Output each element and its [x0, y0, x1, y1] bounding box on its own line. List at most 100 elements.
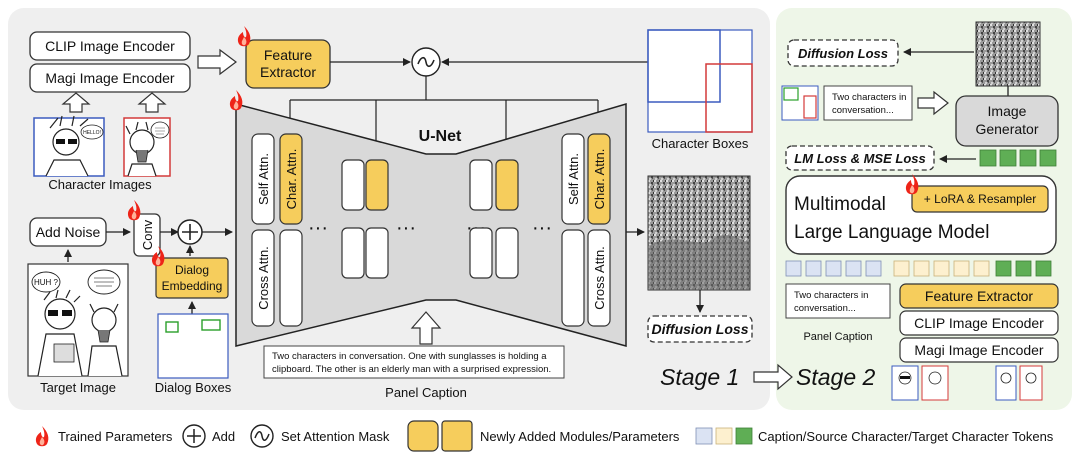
- legend-mask-label: Set Attention Mask: [281, 429, 390, 444]
- caption-token: [825, 260, 842, 277]
- clip-encoder-label: CLIP Image Encoder: [45, 38, 175, 54]
- char-attn-block-left: [279, 133, 303, 225]
- dialog-boxes-image: [157, 313, 229, 379]
- image-generator-label-2: Generator: [975, 121, 1038, 137]
- legend-module-swatch: [407, 420, 439, 452]
- source-token: [953, 260, 970, 277]
- target-image: HUH ?: [27, 263, 129, 377]
- up-arrow-icon: [410, 311, 442, 345]
- image-generator-label-1: Image: [988, 103, 1027, 119]
- cross-attn-block-right: [587, 229, 611, 327]
- target-image-label: Target Image: [40, 380, 116, 395]
- lora-resampler-label: + LoRA & Resampler: [924, 192, 1036, 206]
- char-attn-mid-block: [365, 159, 389, 211]
- feature-extractor-label-2: Extractor: [260, 64, 316, 80]
- legend-tokens-label: Caption/Source Character/Target Characte…: [758, 429, 1054, 444]
- conv-label: Conv: [140, 219, 155, 250]
- magi-encoder-box: [29, 63, 191, 93]
- mid-block: [341, 227, 365, 279]
- right-arrow-icon: [753, 363, 793, 391]
- source-token: [913, 260, 930, 277]
- block-right-lower: [561, 229, 585, 327]
- stage2-panel-caption-line-2: conversation...: [794, 303, 856, 314]
- stage2-panel-caption-line-1: Two characters in: [794, 290, 868, 301]
- mid-block: [365, 227, 389, 279]
- stage2-clip-encoder-box: [899, 310, 1059, 336]
- stage1-label: Stage 1: [660, 364, 739, 390]
- stage2-magi-encoder-label: Magi Image Encoder: [914, 342, 1044, 358]
- stage2-caption-line-2: conversation...: [832, 105, 894, 116]
- right-arrow-icon: [917, 90, 949, 116]
- char-attn-label-left: Char. Attn.: [284, 149, 299, 210]
- target-token: [979, 149, 997, 167]
- source-token: [973, 260, 990, 277]
- magi-encoder-label: Magi Image Encoder: [45, 70, 175, 86]
- legend-source-token: [715, 427, 733, 445]
- char-attn-mid-block: [495, 159, 519, 211]
- up-arrow-icon: [137, 92, 167, 113]
- flame-icon: [35, 426, 49, 447]
- caption-token: [845, 260, 862, 277]
- panel-caption-line-2: clipboard. The other is an elderly man w…: [272, 364, 551, 375]
- legend-target-token: [735, 427, 753, 445]
- add-noise-label: Add Noise: [36, 224, 101, 240]
- target-token: [995, 260, 1012, 277]
- clip-encoder-box: [29, 31, 191, 61]
- legend-add-label: Add: [212, 429, 235, 444]
- self-attn-label-right: Self Attn.: [566, 153, 581, 205]
- cross-attn-label-right: Cross Attn.: [592, 246, 607, 310]
- stage2-caption-line-1: Two characters in: [832, 92, 906, 103]
- target-token: [1039, 149, 1057, 167]
- target-token: [1015, 260, 1032, 277]
- dialog-embedding-label-2: Embedding: [162, 279, 223, 293]
- cross-attn-block-left: [251, 229, 275, 327]
- character-image-2: [123, 117, 171, 177]
- mid-block: [495, 227, 519, 279]
- mllm-label-1: Multimodal: [794, 194, 886, 215]
- legend-new-modules-label: Newly Added Modules/Parameters: [480, 429, 680, 444]
- target-token: [999, 149, 1017, 167]
- block-left-lower: [279, 229, 303, 327]
- ellipsis: ···: [308, 217, 328, 239]
- caption-token: [805, 260, 822, 277]
- char-attn-label-right: Char. Attn.: [592, 149, 607, 210]
- self-attn-block-left: [251, 133, 275, 225]
- mid-block: [341, 159, 365, 211]
- feature-extractor-label-1: Feature: [264, 47, 312, 63]
- cross-attn-label-left: Cross Attn.: [256, 246, 271, 310]
- stage2-boxes-thumbnail: [781, 85, 819, 121]
- token-row: [785, 260, 1052, 277]
- stage2-magi-encoder-box: [899, 337, 1059, 363]
- source-token: [933, 260, 950, 277]
- bubble-huh: HUH ?: [34, 278, 59, 287]
- image-generator-box: [955, 95, 1059, 147]
- bubble-hello: HELLO!: [83, 130, 101, 136]
- ellipsis: ···: [396, 217, 416, 239]
- unet-label: U-Net: [419, 128, 462, 145]
- self-attn-label-left: Self Attn.: [256, 153, 271, 205]
- dialog-boxes-label: Dialog Boxes: [155, 380, 232, 395]
- dialog-embedding-box: [155, 257, 229, 299]
- stage2-caption-box: [823, 85, 913, 121]
- stage2-clip-encoder-label: CLIP Image Encoder: [914, 315, 1044, 331]
- legend-parameter-swatch: [441, 420, 473, 452]
- self-attn-block-right: [561, 133, 585, 225]
- lora-resampler-box: [911, 185, 1049, 213]
- caption-token: [865, 260, 882, 277]
- diffusion-loss-label: Diffusion Loss: [652, 321, 749, 337]
- character-image-1: HELLO!: [33, 115, 105, 177]
- stage2-diffusion-loss-box: [787, 39, 899, 67]
- panel-caption-box: [263, 345, 565, 379]
- stage2-character-thumbnails: [891, 365, 1043, 401]
- stage2-feature-extractor-label: Feature Extractor: [925, 288, 1033, 304]
- mllm-label-2: Large Language Model: [794, 222, 989, 243]
- conv-box: [133, 213, 161, 257]
- dialog-embedding-label-1: Dialog: [175, 263, 209, 277]
- feature-extractor-box: [245, 39, 331, 89]
- mid-block: [469, 227, 493, 279]
- diffusion-loss-box: [647, 315, 753, 343]
- character-images-label: Character Images: [48, 177, 152, 192]
- legend-trained-label: Trained Parameters: [58, 429, 173, 444]
- panel-caption-line-1: Two characters in conversation. One with…: [272, 351, 547, 362]
